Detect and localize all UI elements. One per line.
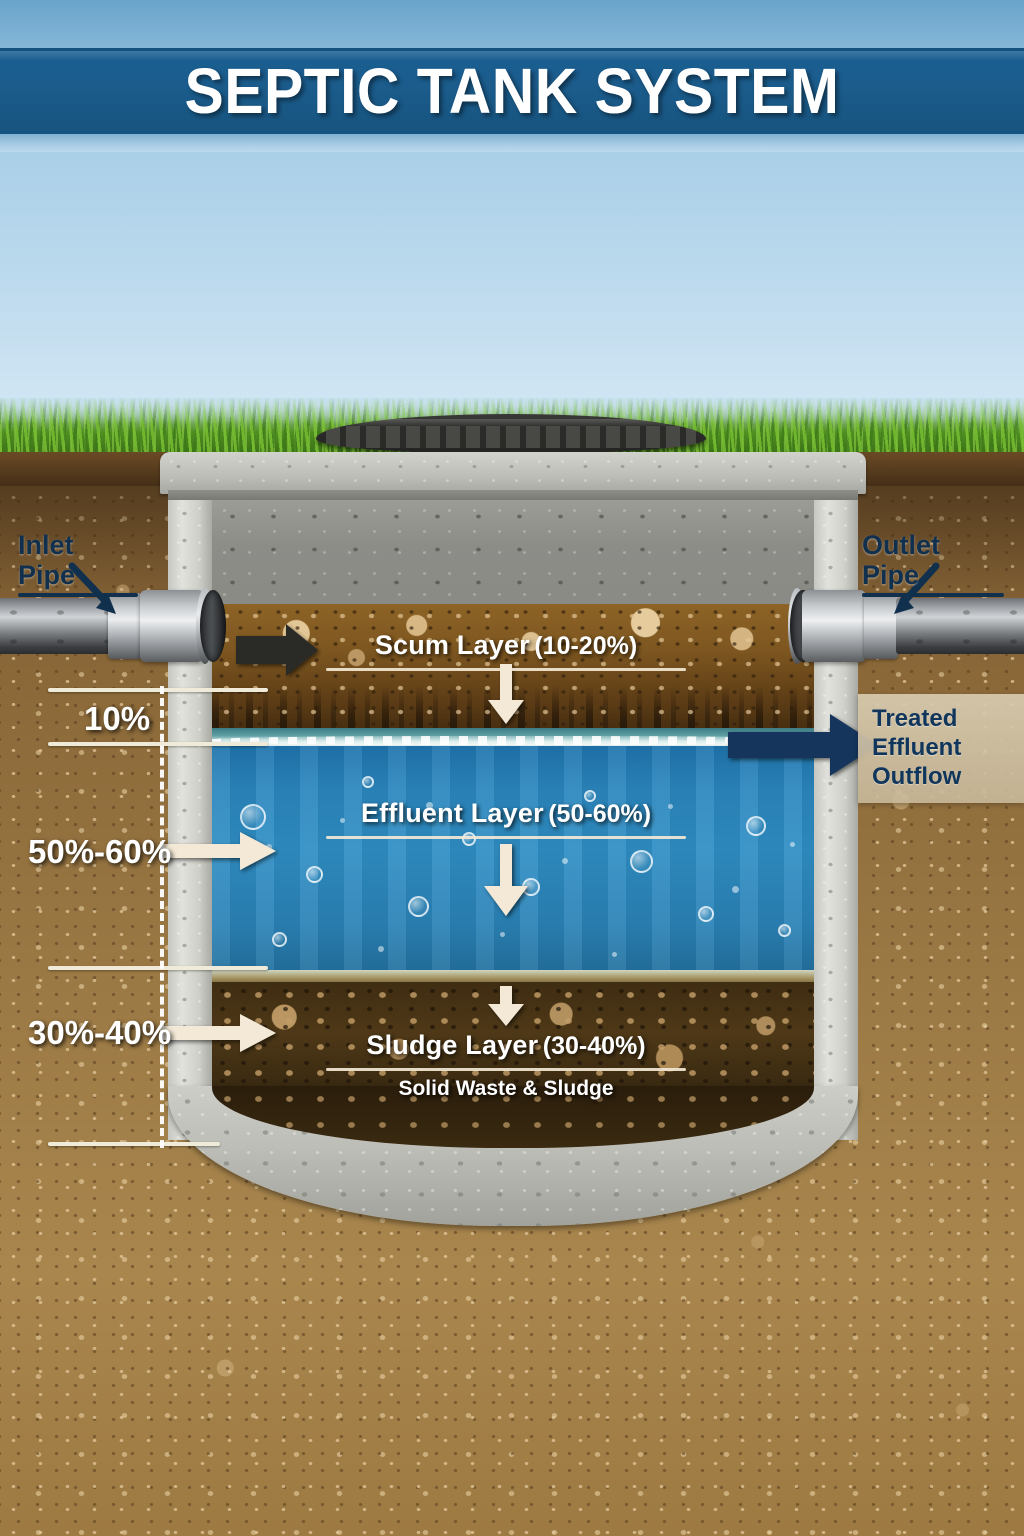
access-cover-blocks — [326, 426, 696, 448]
water-surface-line — [212, 728, 814, 750]
scale-dashed-guide — [160, 686, 164, 1148]
sludge-layer-sublabel: Solid Waste & Sludge — [398, 1077, 614, 1100]
scale-tick-scum-bottom — [48, 742, 268, 746]
scale-label-scum: 10% — [84, 700, 151, 737]
inlet-pipe-label: Inlet Pipe — [18, 530, 76, 590]
access-cover-icon[interactable] — [316, 414, 706, 454]
outflow-line-1: Treated — [872, 705, 958, 732]
page-title: SEPTIC TANK SYSTEM — [184, 55, 840, 127]
effluent-layer-percent: (50-60%) — [548, 800, 652, 828]
sludge-layer-name: Sludge Layer — [366, 1030, 539, 1060]
outlet-pipe-label-group: Outlet Pipe — [862, 530, 1004, 597]
scale-tick-sludge-bottom — [48, 1142, 220, 1146]
tank-bottom-sludge — [212, 1086, 814, 1148]
treated-effluent-outflow-panel: Treated Effluent Outflow — [858, 694, 1024, 803]
scale-tick-sludge-top — [48, 966, 268, 970]
layer-effluent — [212, 746, 814, 976]
inlet-pipe-collar — [108, 593, 142, 659]
scale-tick-scum-top — [48, 688, 268, 692]
effluent-layer-title-row: Effluent Layer (50-60%) — [326, 798, 686, 829]
scum-layer-name: Scum Layer — [374, 630, 530, 660]
scum-label-underline — [326, 668, 686, 671]
outlet-pipe-hub — [802, 590, 866, 662]
outlet-pipe-label: Outlet Pipe — [862, 530, 940, 590]
sludge-layer-title-row: Sludge Layer (30-40%) — [326, 1030, 686, 1061]
banner-top-strip — [0, 0, 1024, 50]
tank-back-wall — [212, 500, 814, 612]
sludge-layer-label-group: Sludge Layer (30-40%) Solid Waste & Slud… — [326, 1030, 686, 1101]
outlet-pipe-collar — [864, 593, 898, 659]
inlet-label-underline — [18, 593, 138, 597]
banner-bottom-strip — [0, 134, 1024, 152]
scum-layer-label-group: Scum Layer (10-20%) — [326, 630, 686, 671]
inlet-pipe[interactable] — [0, 588, 238, 664]
inlet-pipe-opening — [200, 590, 226, 662]
inlet-pipe-label-group: Inlet Pipe — [18, 530, 138, 597]
scale-label-effluent: 50%-60% — [28, 833, 172, 870]
outflow-line-2: Effluent — [872, 734, 962, 761]
sludge-layer-percent: (30-40%) — [542, 1032, 646, 1060]
tank-lid-slab — [160, 452, 866, 494]
banner-bar: SEPTIC TANK SYSTEM — [0, 48, 1024, 134]
effluent-streaks — [212, 746, 814, 976]
layer-scum — [212, 604, 814, 738]
title-banner: SEPTIC TANK SYSTEM — [0, 0, 1024, 152]
sludge-label-underline — [326, 1068, 686, 1071]
inlet-pipe-body — [0, 598, 120, 654]
effluent-label-underline — [326, 836, 686, 839]
effluent-layer-name: Effluent Layer — [360, 798, 544, 828]
outflow-line-3: Outflow — [872, 763, 962, 790]
scum-layer-title-row: Scum Layer (10-20%) — [326, 630, 686, 661]
inlet-pipe-hub — [140, 590, 204, 662]
scum-layer-percent: (10-20%) — [534, 632, 638, 660]
outlet-pipe[interactable] — [786, 588, 1024, 664]
outlet-pipe-body — [896, 598, 1024, 654]
scale-label-sludge: 30%-40% — [28, 1014, 172, 1051]
effluent-layer-label-group: Effluent Layer (50-60%) — [326, 798, 686, 839]
outlet-label-underline — [862, 593, 1004, 597]
